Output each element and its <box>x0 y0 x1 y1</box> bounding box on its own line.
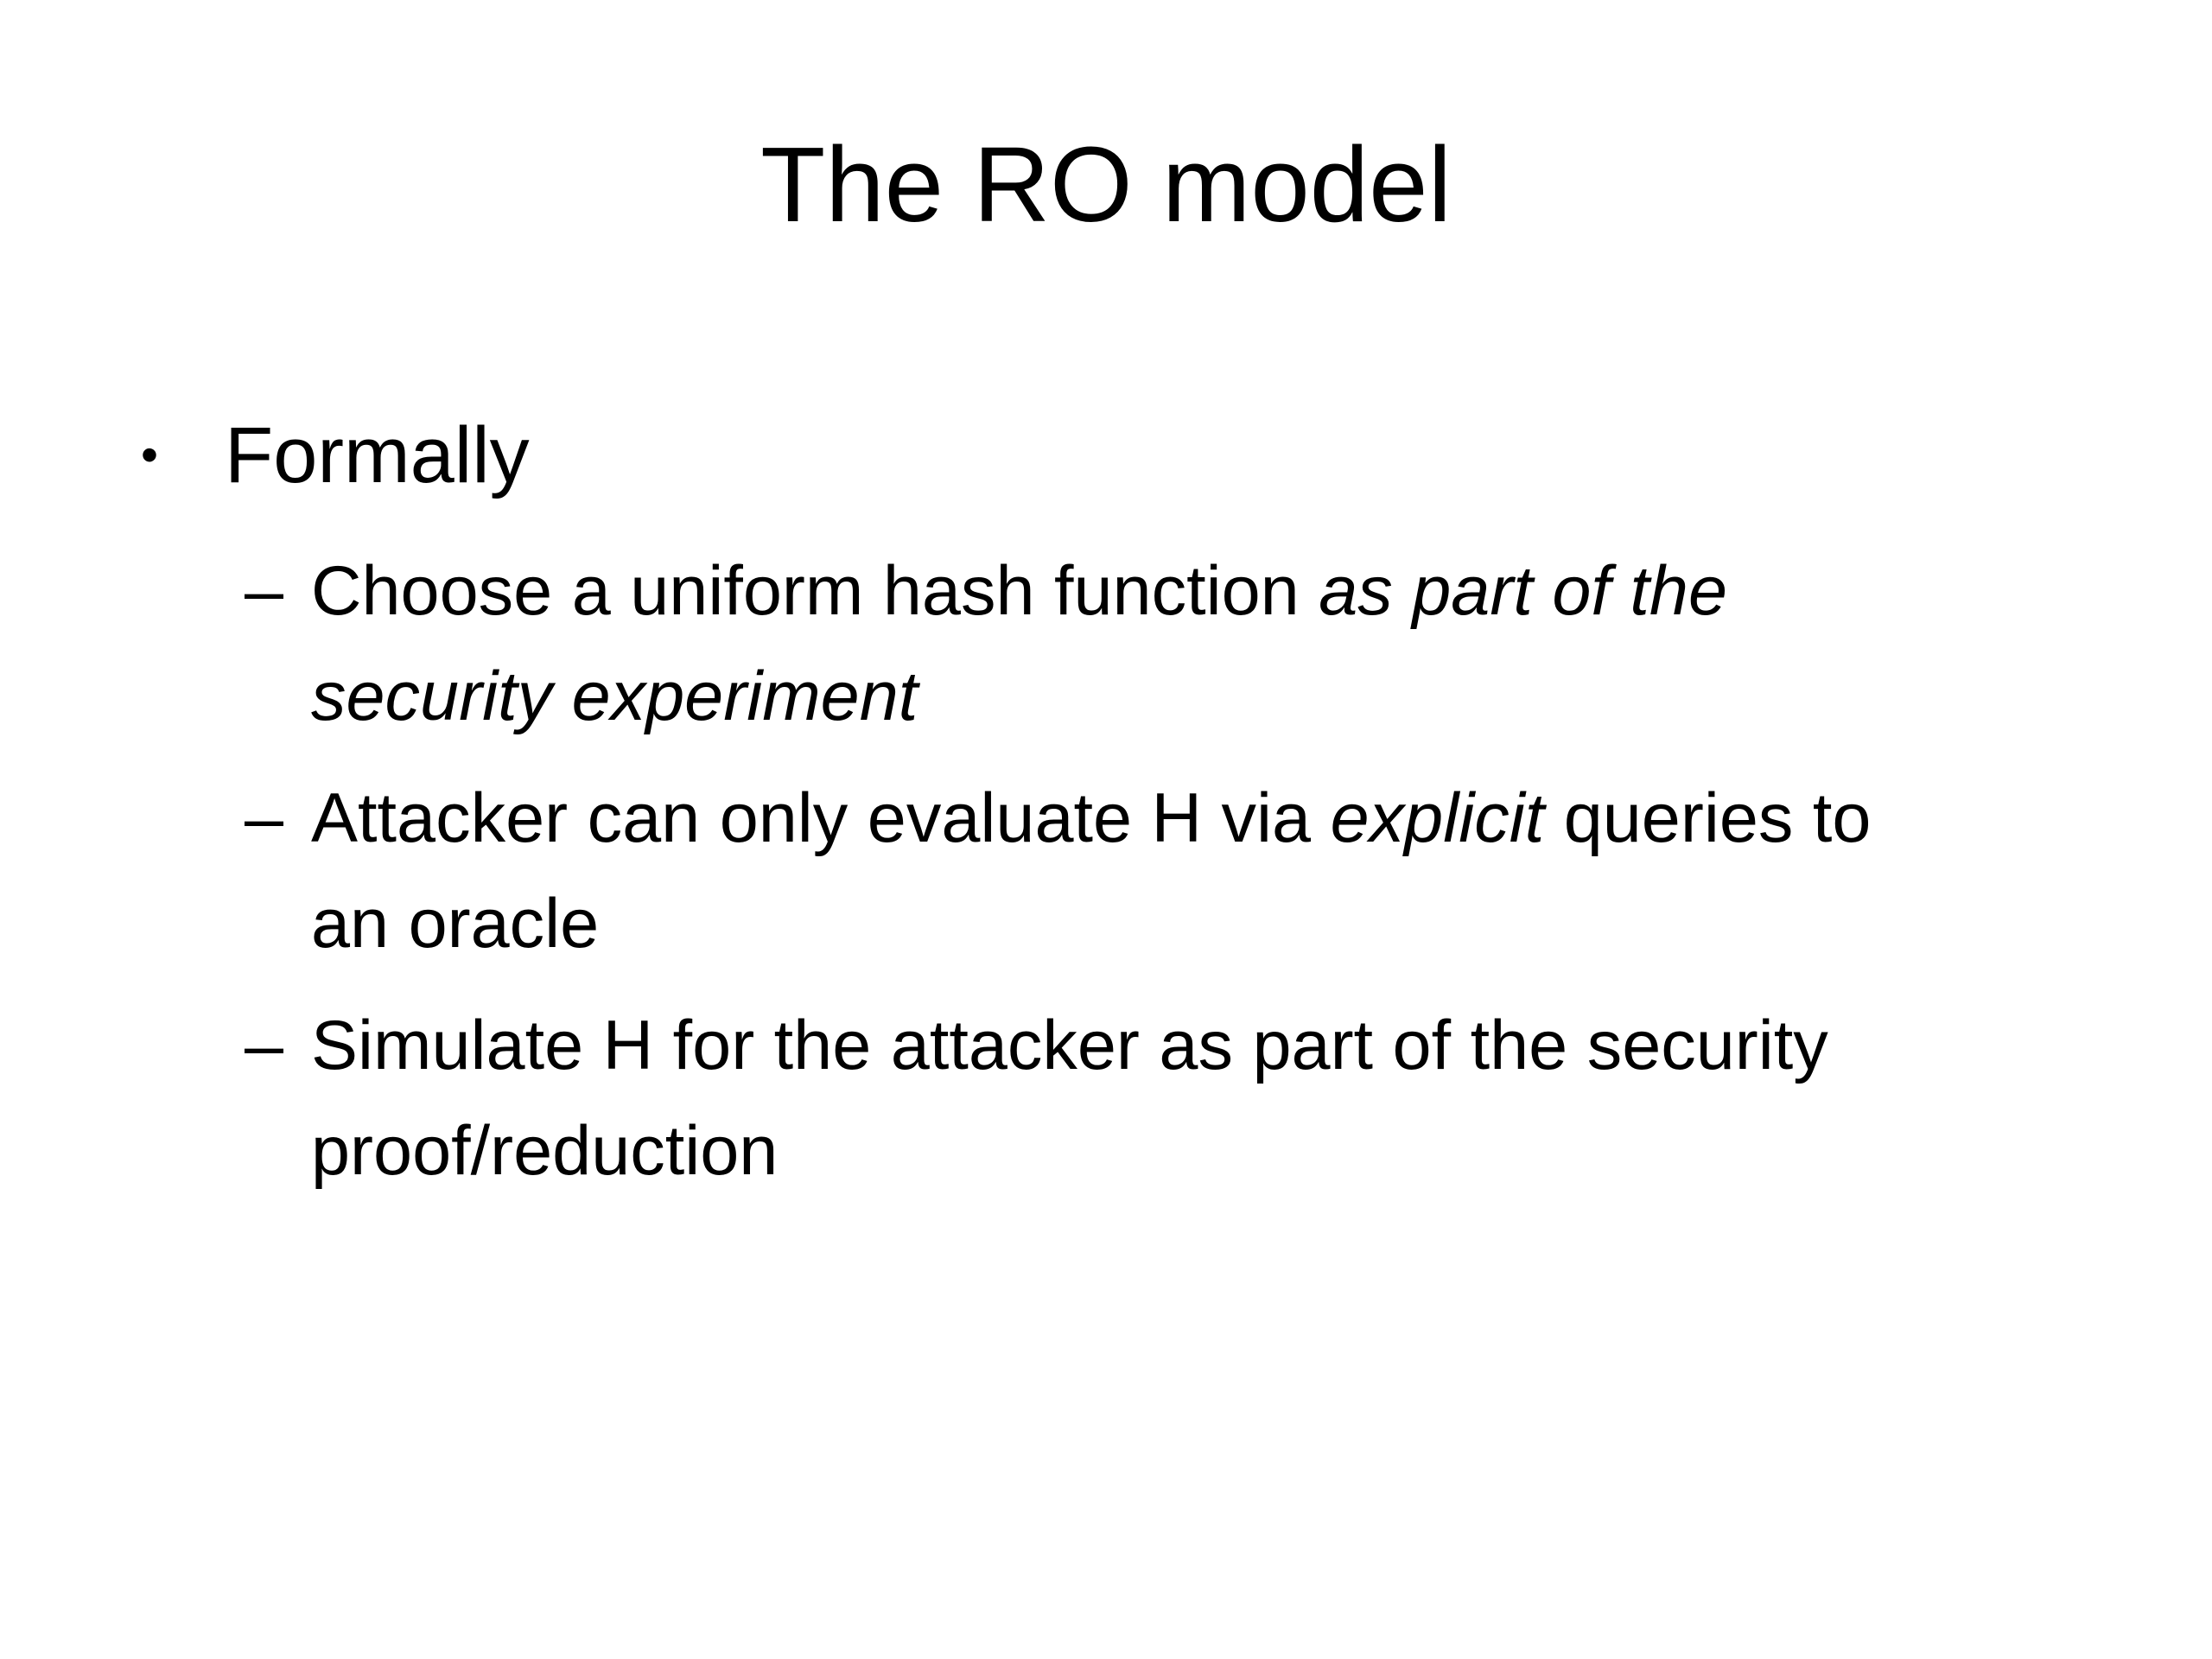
dash-icon: – <box>245 779 284 857</box>
slide-title: The RO model <box>760 126 1452 245</box>
text-segment: security experiment <box>311 657 918 735</box>
text-segment: queries to <box>1544 779 1872 857</box>
bullet-text: Simulate H for the attacker as part of t… <box>311 993 2212 1204</box>
bullet-text: Formally <box>225 406 2212 505</box>
bullet-list: •Formally–Choose a uniform hash function… <box>0 406 2212 1204</box>
dash-icon: – <box>245 551 284 630</box>
bullet-dot-icon: • <box>141 427 158 483</box>
bullet-line: Attacker can only evaluate H via explici… <box>311 766 2212 871</box>
bullet-item: –Attacker can only evaluate H via explic… <box>0 766 2212 976</box>
text-segment: Choose a uniform hash function <box>311 551 1319 630</box>
text-segment: proof/reduction <box>311 1111 779 1190</box>
bullet-line: security experiment <box>311 644 2212 749</box>
bullet-line: Formally <box>225 406 2212 505</box>
bullet-line: an oracle <box>311 871 2212 976</box>
bullet-item: • Formally <box>0 406 2212 505</box>
bullet-text: Choose a uniform hash function as part o… <box>311 538 2212 749</box>
text-segment: Simulate H for the attacker as part of t… <box>311 1006 1828 1084</box>
text-segment: Attacker can only evaluate H via <box>311 779 1331 857</box>
text-segment: as part of the <box>1319 551 1727 630</box>
bullet-item: –Simulate H for the attacker as part of … <box>0 993 2212 1204</box>
bullet-line: Simulate H for the attacker as part of t… <box>311 993 2212 1098</box>
text-segment: explicit <box>1330 779 1545 857</box>
bullet-text: Attacker can only evaluate H via explici… <box>311 766 2212 976</box>
bullet-line: Choose a uniform hash function as part o… <box>311 538 2212 644</box>
text-segment: an oracle <box>311 884 600 963</box>
bullet-line: proof/reduction <box>311 1098 2212 1204</box>
bullet-item: –Choose a uniform hash function as part … <box>0 538 2212 749</box>
text-segment: Formally <box>225 410 530 499</box>
dash-icon: – <box>245 1006 284 1084</box>
